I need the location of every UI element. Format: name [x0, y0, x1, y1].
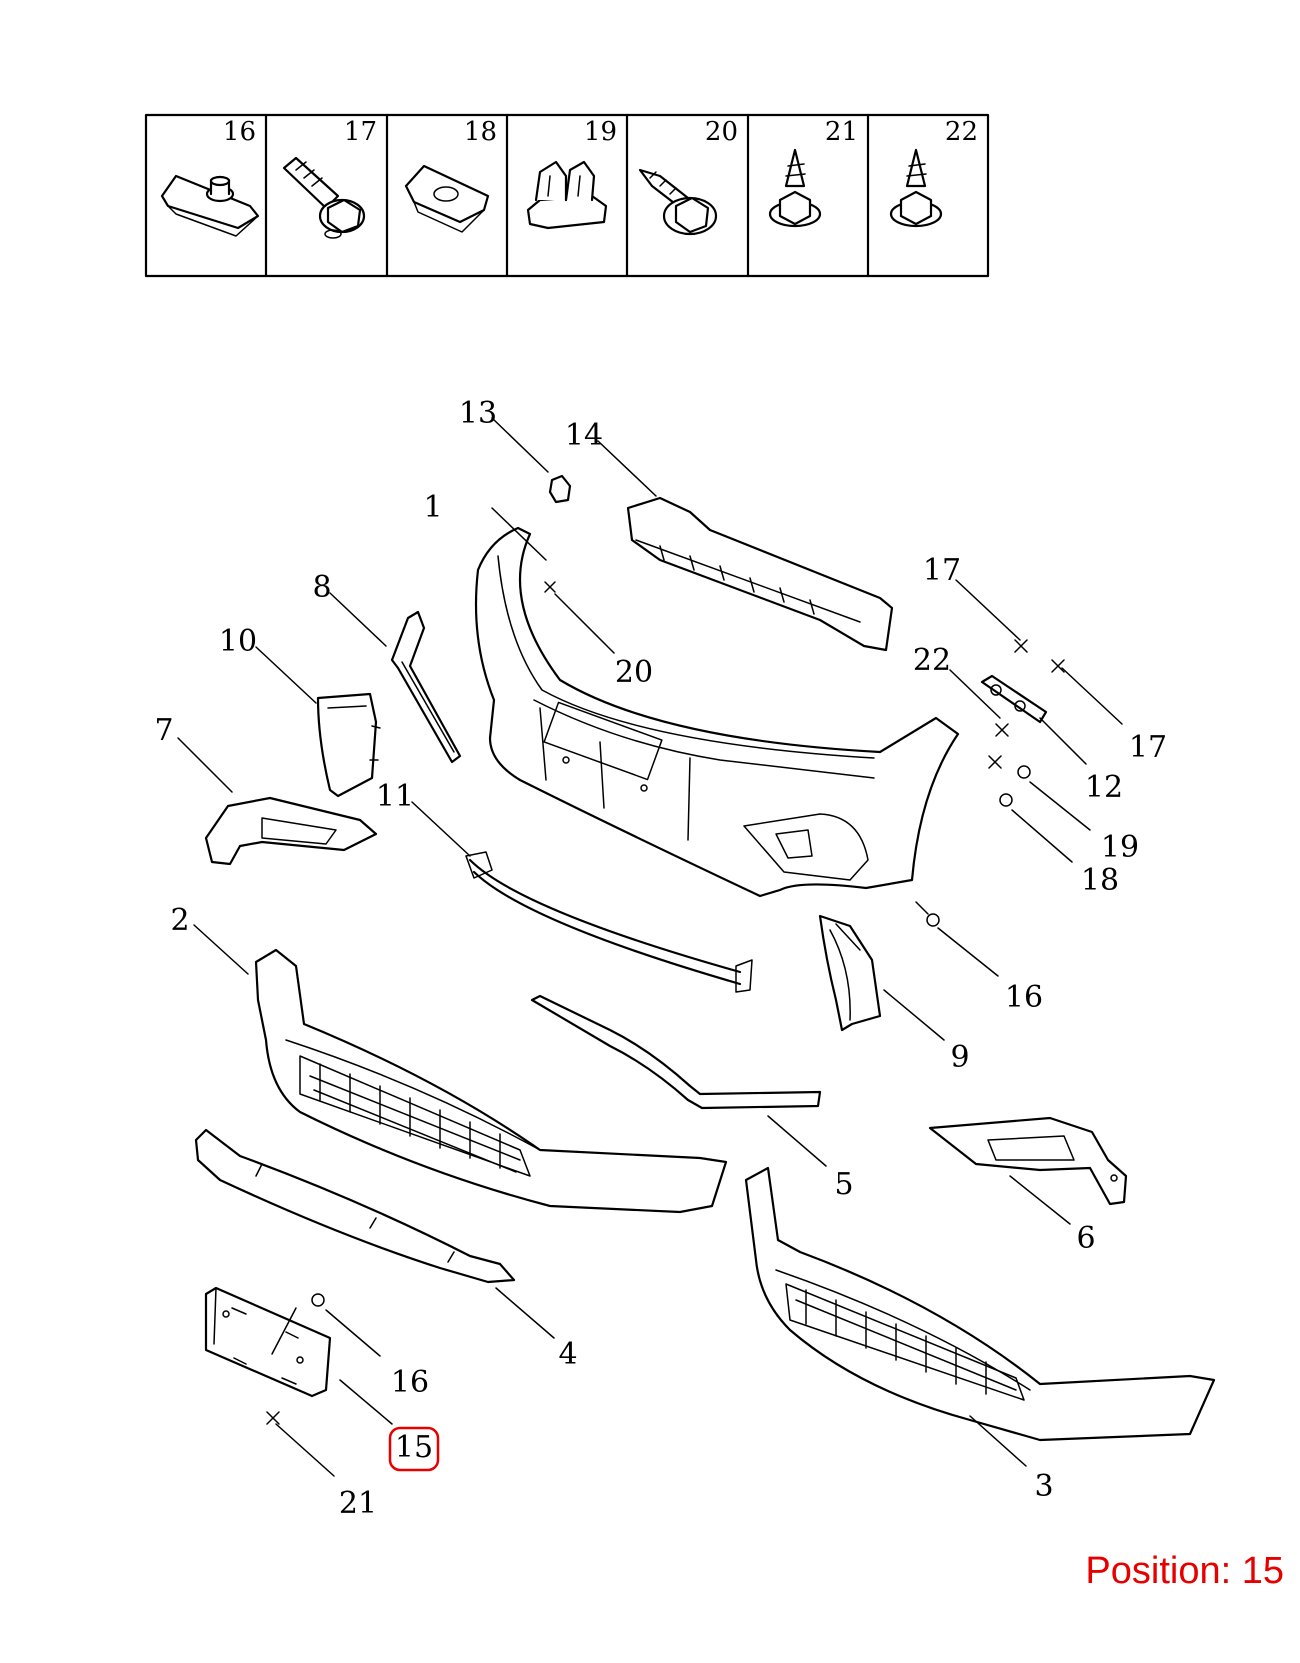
part-15-plate-bracket — [204, 1286, 332, 1398]
callout-11: 11 — [376, 779, 414, 814]
header-num-16: 16 — [223, 117, 256, 147]
part-5-chrome-strip — [530, 994, 822, 1110]
part-10-side-bracket — [316, 692, 381, 798]
header-num-20: 20 — [705, 117, 738, 147]
fastener-markers — [266, 581, 1065, 1425]
washer-screw-icon — [638, 168, 718, 236]
header-num-18: 18 — [464, 117, 497, 147]
callout-6: 6 — [1076, 1221, 1095, 1256]
callouts: 1 2 3 4 5 6 7 8 9 10 11 12 13 14 15 16 1… — [154, 396, 1167, 1521]
push-clip-icon — [526, 160, 608, 230]
header-num-21: 21 — [825, 117, 858, 147]
part-13-clip — [548, 474, 572, 504]
part-14-upper-bracket — [626, 496, 894, 652]
position-label: Position: 15 — [1085, 1550, 1284, 1592]
header-num-17: 17 — [344, 117, 377, 147]
part-6-fog-bezel-right — [928, 1116, 1128, 1206]
callout-2: 2 — [170, 903, 189, 938]
callout-5: 5 — [834, 1167, 853, 1202]
callout-4: 4 — [558, 1337, 577, 1372]
callout-20: 20 — [615, 655, 653, 690]
part-4-lower-trim — [194, 1128, 516, 1284]
bolt-icon — [282, 156, 366, 239]
callout-13: 13 — [459, 396, 497, 431]
speed-nut-icon — [404, 164, 490, 233]
callout-21: 21 — [339, 1486, 377, 1521]
callout-16-lower: 16 — [391, 1365, 429, 1400]
callout-12: 12 — [1085, 770, 1123, 805]
part-8-trim-strip — [390, 610, 462, 764]
callout-3: 3 — [1034, 1469, 1053, 1504]
part-9-side-bracket — [818, 914, 882, 1032]
callout-22: 22 — [913, 643, 951, 678]
part-7-fog-bezel-left — [204, 796, 378, 866]
callout-7: 7 — [154, 713, 173, 748]
callout-18: 18 — [1081, 863, 1119, 898]
callout-9: 9 — [950, 1040, 969, 1075]
part-2-lower-grille — [254, 948, 728, 1214]
callout-1: 1 — [423, 490, 442, 525]
header-num-19: 19 — [584, 117, 617, 147]
callout-14: 14 — [565, 418, 603, 453]
leader-lines — [177, 417, 1123, 1477]
screw-icon-2 — [889, 148, 943, 228]
clip-nut-icon — [160, 174, 260, 237]
header-num-22: 22 — [945, 117, 978, 147]
part-3-lower-grille-alt — [744, 1166, 1216, 1442]
fastener-table: 16 17 18 19 20 21 22 — [144, 113, 990, 278]
part-12-bracket — [980, 674, 1048, 724]
highlight-box — [388, 1426, 440, 1472]
callout-17-right: 17 — [1129, 730, 1167, 765]
callout-8: 8 — [312, 570, 331, 605]
part-1-bumper-cover — [474, 526, 960, 898]
screw-icon — [768, 148, 822, 228]
callout-16-upper: 16 — [1005, 980, 1043, 1015]
callout-15: 15 — [395, 1430, 433, 1465]
part-11-support-bar — [465, 851, 753, 993]
callout-19: 19 — [1101, 830, 1139, 865]
callout-10: 10 — [219, 624, 257, 659]
callout-17-left: 17 — [923, 553, 961, 588]
